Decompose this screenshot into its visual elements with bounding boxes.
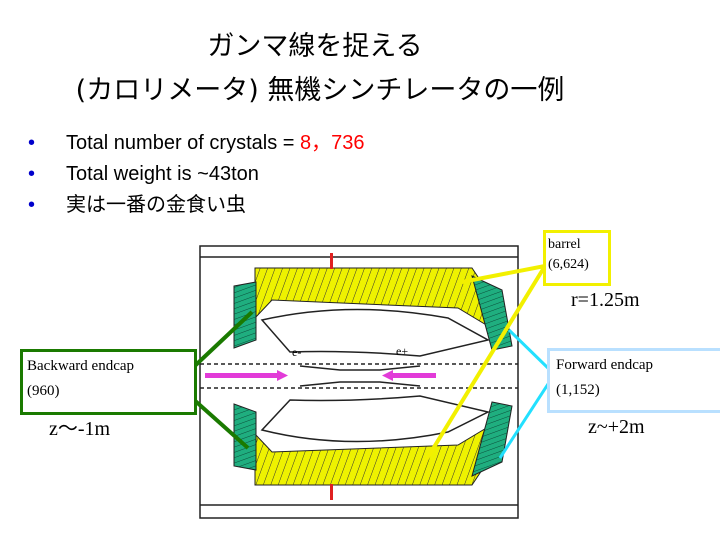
forward-pointer <box>507 328 552 372</box>
radius-label: r=1.25m <box>571 289 640 311</box>
detector-frame <box>199 245 519 519</box>
barrel-name: barrel <box>548 237 581 252</box>
bullet-marker: • <box>28 132 36 154</box>
electron-label: e- <box>292 345 302 359</box>
forward-endcap-label-box: Forward endcap (1,152) <box>547 348 720 413</box>
bullet-item: • Total number of crystals = 8，736 <box>22 128 364 159</box>
forward-z-label: z~+2m <box>588 416 645 438</box>
barrel-crystals-bottom <box>254 426 501 486</box>
backward-endcap-bottom <box>233 403 257 471</box>
red-marker <box>330 484 333 500</box>
forward-endcap-count: (1,152) <box>556 382 600 398</box>
bullet-text: Total weight is ~43ton <box>66 163 259 185</box>
bullet-list: • Total number of crystals = 8，736 • Total… <box>22 128 364 221</box>
backward-endcap-top <box>233 281 257 349</box>
inner-volume-bottom <box>260 395 491 443</box>
bullet-text: Total number of crystals = <box>66 132 300 154</box>
backward-endcap-label-box: Backward endcap (960) <box>20 349 197 415</box>
bullet-marker: • <box>28 194 36 216</box>
positron-beam-arrow <box>382 370 436 381</box>
forward-endcap-name: Forward endcap <box>556 357 654 373</box>
barrel-pointer <box>418 264 547 472</box>
red-marker <box>330 253 333 269</box>
bullet-text: 実は一番の金食い虫 <box>66 194 246 216</box>
backward-endcap-count: (960) <box>27 383 60 399</box>
inner-volume-top <box>260 308 491 357</box>
barrel-pointer <box>461 264 546 284</box>
positron-label: e+ <box>396 344 409 358</box>
crystal-count: 8，736 <box>299 132 365 154</box>
forward-pointer <box>498 380 552 459</box>
slide-title-line2: (カロリメータ) 無機シンチレータの一例 <box>75 75 565 106</box>
barrel-label-box: barrel (6,624) <box>543 230 611 286</box>
bullet-item: • Total weight is ~43ton <box>22 159 364 190</box>
electron-beam-arrow <box>205 370 288 381</box>
bullet-marker: • <box>28 163 36 185</box>
barrel-count: (6,624) <box>548 257 589 272</box>
slide-title-line1: ガンマ線を捉える <box>207 31 423 62</box>
bullet-item: • 実は一番の金食い虫 <box>22 190 364 221</box>
outer-frame <box>199 245 519 519</box>
forward-endcap-top <box>471 275 513 351</box>
backward-endcap-name: Backward endcap <box>27 358 135 374</box>
beam-pipe <box>299 365 421 371</box>
barrel-crystals-top <box>254 267 501 327</box>
backward-z-label: z～-1m <box>49 418 111 440</box>
beam-pipe <box>299 381 421 387</box>
